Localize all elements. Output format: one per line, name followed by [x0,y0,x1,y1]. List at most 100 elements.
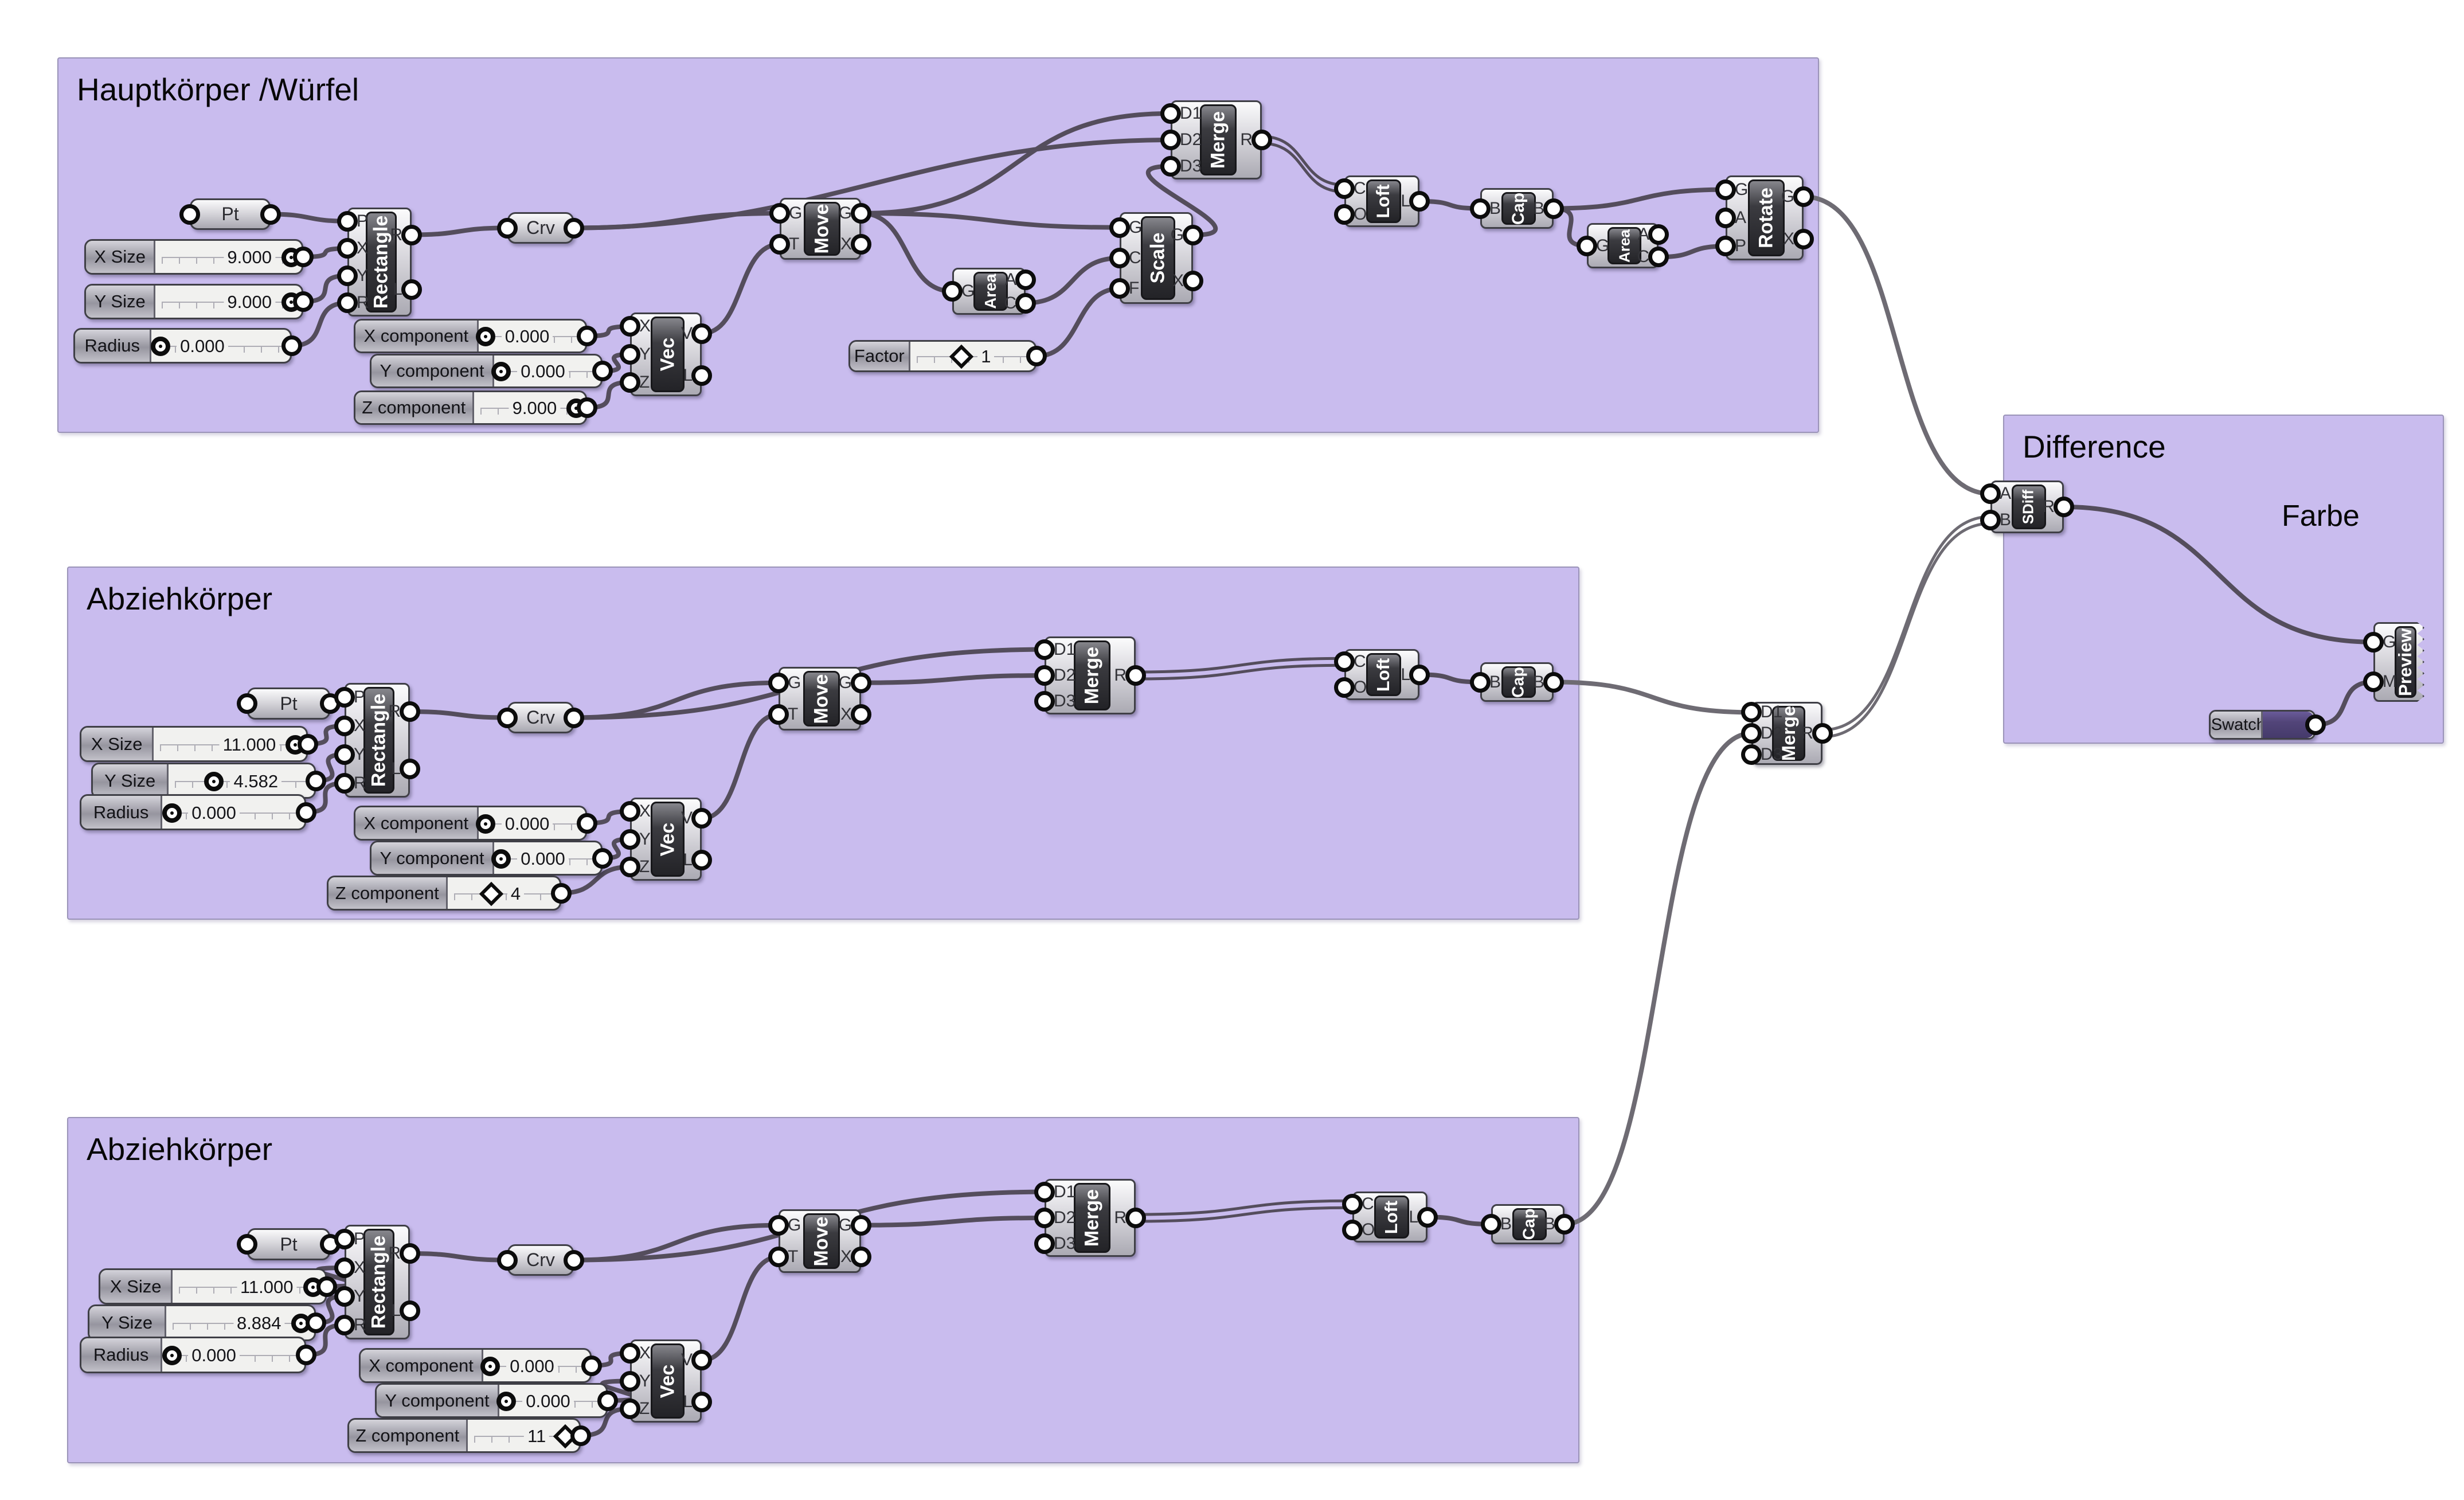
port-nub[interactable] [1793,186,1814,207]
port-nub[interactable] [1554,1214,1575,1235]
slider-knob[interactable] [204,771,224,791]
port-nub[interactable] [334,1257,355,1278]
port-nub[interactable] [296,1345,316,1365]
port-nub[interactable] [691,1391,712,1412]
wire[interactable] [859,111,1173,216]
port-nub[interactable] [1034,1233,1055,1255]
port-nub[interactable] [1334,178,1355,199]
port-nub[interactable] [298,733,318,755]
port-nub[interactable] [1577,235,1597,256]
port-nub[interactable] [337,210,358,232]
pill-node-pt[interactable]: Pt [237,688,341,720]
port-nub[interactable] [1741,723,1762,744]
port-nub[interactable] [1980,510,2001,530]
port-nub[interactable] [851,203,871,224]
port-nub[interactable] [1715,208,1736,228]
port-nub[interactable] [2305,714,2326,735]
port-nub[interactable] [334,1286,355,1307]
port-nub[interactable] [1812,723,1833,744]
pill-node-crv[interactable]: Crv [497,1244,584,1276]
port-nub[interactable] [1125,665,1146,686]
port-nub[interactable] [851,1247,871,1268]
port-nub[interactable] [179,204,200,225]
port-nub[interactable] [306,770,326,791]
port-nub[interactable] [620,1398,640,1419]
port-nub[interactable] [851,1214,871,1236]
port-nub[interactable] [768,1247,789,1268]
port-nub[interactable] [334,1229,355,1249]
port-nub[interactable] [1109,278,1130,299]
port-nub[interactable] [1334,651,1355,673]
wire[interactable] [304,781,347,815]
wire[interactable] [699,712,781,821]
port-nub[interactable] [400,759,420,779]
wire[interactable] [409,225,510,237]
swatch-color[interactable] [2260,712,2314,738]
port-nub[interactable] [334,716,355,736]
port-nub[interactable] [691,1350,712,1371]
port-nub[interactable] [400,701,420,722]
slider-knob[interactable] [479,881,504,906]
port-nub[interactable] [768,672,789,693]
port-nub[interactable] [334,744,355,765]
slider-knob[interactable] [151,337,171,356]
port-nub[interactable] [620,856,640,877]
wire[interactable] [585,809,632,826]
port-nub[interactable] [334,687,355,708]
port-nub[interactable] [1741,702,1762,723]
wire[interactable] [304,1323,347,1357]
port-nub[interactable] [1015,269,1036,290]
port-nub[interactable] [570,1425,591,1446]
port-nub[interactable] [1417,1206,1438,1228]
wire[interactable] [1034,286,1122,358]
port-nub[interactable] [1715,236,1736,257]
wire[interactable] [572,138,1173,231]
slider-knob[interactable] [475,327,495,346]
port-nub[interactable] [620,316,640,337]
wire[interactable] [578,1406,632,1438]
port-nub[interactable] [1481,1214,1501,1235]
port-nub[interactable] [1715,179,1736,200]
port-nub[interactable] [1251,130,1272,150]
pill-node-crv[interactable]: Crv [497,212,584,244]
port-nub[interactable] [581,1355,602,1376]
port-nub[interactable] [1342,1219,1363,1240]
port-nub[interactable] [1015,292,1036,314]
port-nub[interactable] [1342,1194,1363,1215]
port-nub[interactable] [768,1214,789,1236]
port-nub[interactable] [1034,665,1055,686]
port-nub[interactable] [768,704,789,725]
port-nub[interactable] [400,1243,420,1264]
pill-node-crv[interactable]: Crv [497,702,584,733]
wire[interactable] [268,212,350,224]
swatch-node-swatch[interactable]: Swatch [2209,710,2326,740]
port-nub[interactable] [1409,191,1430,212]
pill-node-pt[interactable]: Pt [237,1228,341,1260]
pill-node-pt[interactable]: Pt [179,198,281,230]
slider-knob[interactable] [496,1391,517,1411]
port-nub[interactable] [337,238,358,259]
wire[interactable] [1023,256,1122,306]
wire[interactable] [1821,515,1992,732]
slider-knob[interactable] [480,1356,500,1376]
wire[interactable] [1417,199,1483,211]
port-nub[interactable] [497,707,518,728]
